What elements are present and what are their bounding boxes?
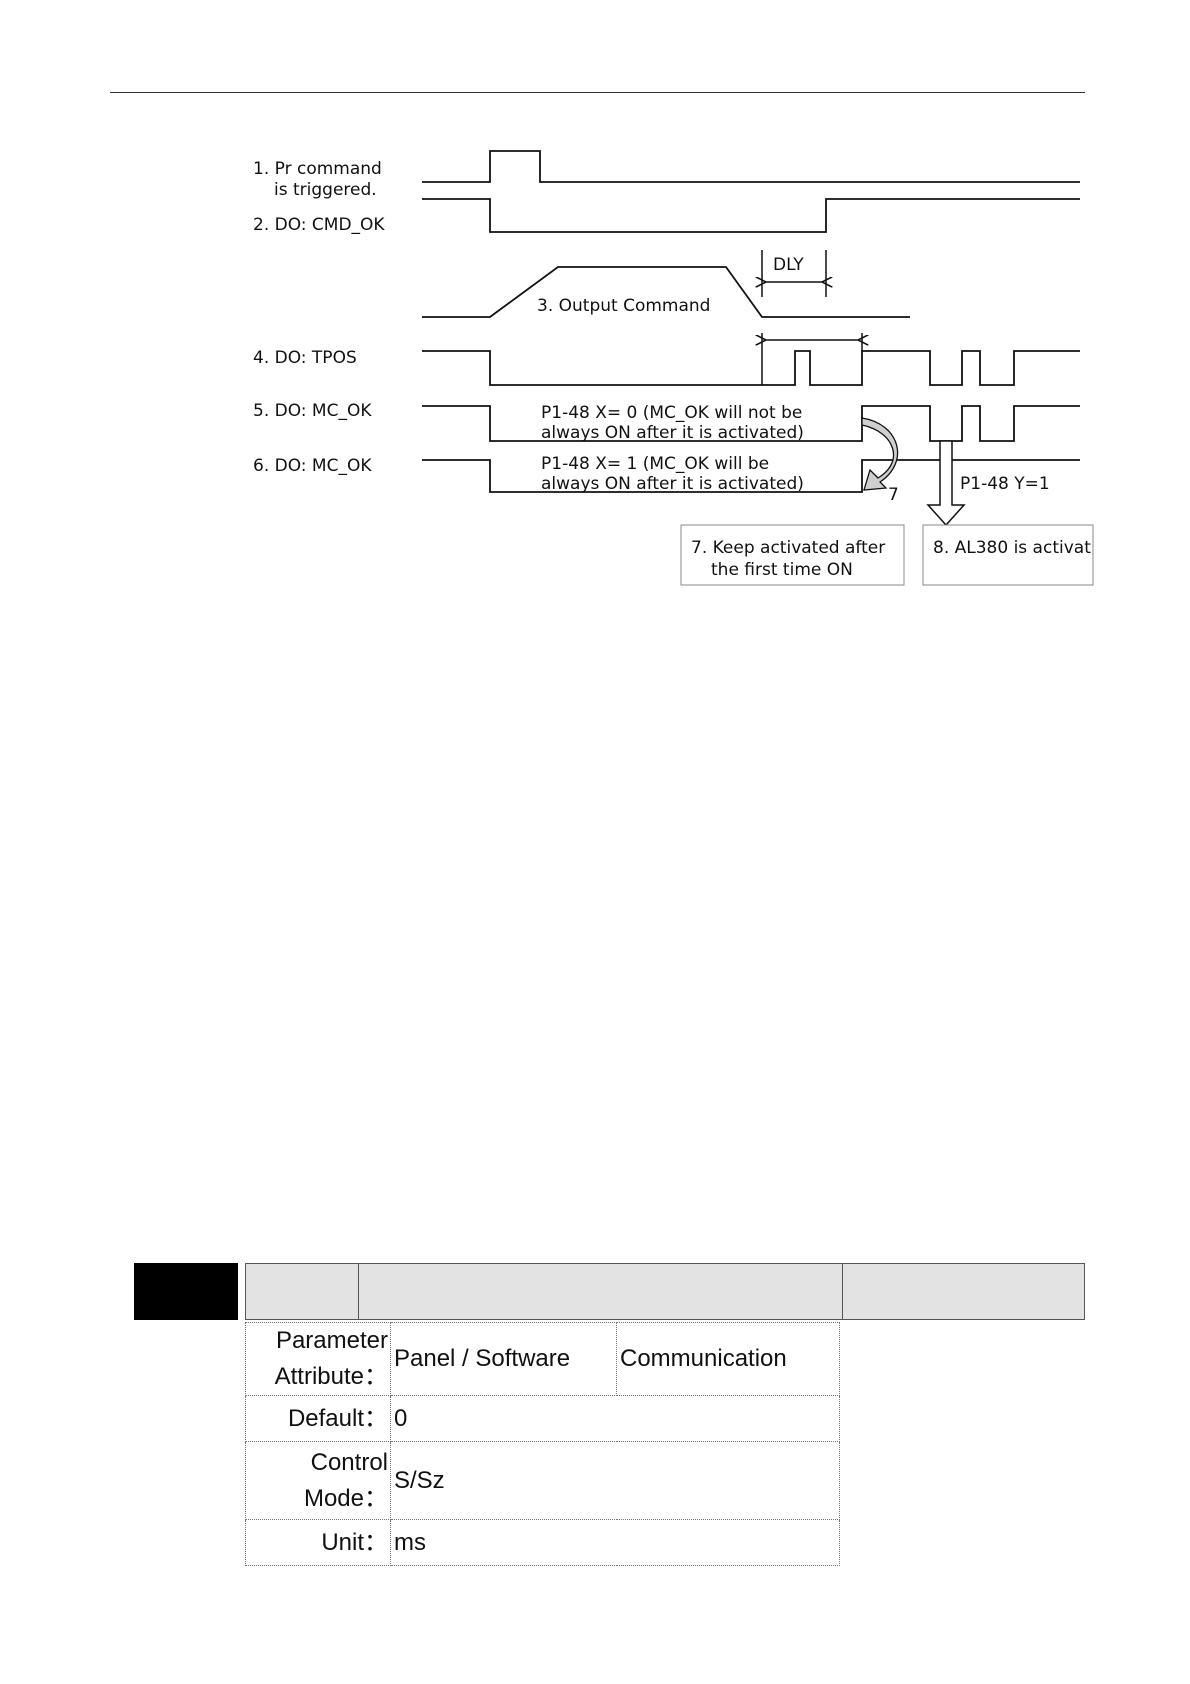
keep-activated-curve-arrow — [861, 417, 899, 491]
attribute-value-comm: Communication — [616, 1322, 840, 1396]
attribute-value-panel: Panel / Software — [390, 1322, 617, 1396]
pr-command-wave — [422, 150, 1080, 183]
parameter-header-cell-1 — [246, 1264, 359, 1319]
parameter-attribute-table: Parameter Attribute： Panel / Software Co… — [245, 1322, 840, 1566]
note-box-8-line1: 8. AL380 is activat — [933, 538, 1091, 558]
control-mode-label-line2: Mode： — [303, 1484, 388, 1512]
x0-note-line1: P1-48 X= 0 (MC_OK will not be — [541, 403, 802, 423]
dly-label: DLY — [773, 255, 804, 275]
control-mode-value: S/Sz — [390, 1441, 840, 1520]
down-arrow-icon — [926, 440, 966, 527]
x1-note-line1: P1-48 X= 1 (MC_OK will be — [541, 454, 769, 474]
control-mode-row: Control Mode： S/Sz — [245, 1441, 840, 1520]
unit-row: Unit： ms — [245, 1519, 840, 1566]
attribute-label-line1: Parameter — [275, 1327, 388, 1354]
attribute-label: Parameter Attribute： — [245, 1322, 391, 1396]
control-mode-label: Control Mode： — [245, 1441, 391, 1520]
unit-value: ms — [390, 1519, 840, 1566]
tpos-label: 4. DO: TPOS — [253, 348, 357, 368]
unit-label: Unit： — [245, 1519, 391, 1566]
x1-note-line2: always ON after it is activated) — [541, 474, 804, 494]
pr-command-label-1: 1. Pr command — [253, 159, 382, 179]
output-command-label: 3. Output Command — [537, 296, 710, 316]
header-rule — [110, 92, 1085, 93]
cmd-ok-label: 2. DO: CMD_OK — [253, 215, 385, 235]
timing-diagram: 1. Pr command is triggered. 2. DO: CMD_O… — [253, 150, 1094, 586]
default-value: 0 — [390, 1395, 840, 1442]
pr-command-label-2: is triggered. — [274, 180, 377, 200]
output-command-wave — [422, 266, 910, 318]
tpos-wave — [422, 350, 1080, 386]
parameter-header-cell-3 — [843, 1264, 1084, 1319]
y1-label: P1-48 Y=1 — [960, 474, 1050, 494]
note-box-7-line2: the first time ON — [711, 560, 853, 580]
note-box-8 — [922, 524, 1094, 586]
attribute-row: Parameter Attribute： Panel / Software Co… — [245, 1322, 840, 1396]
note-box-7 — [680, 524, 905, 586]
cmd-ok-wave — [422, 198, 1080, 233]
default-label: Default： — [245, 1395, 391, 1442]
parameter-header-bar — [245, 1263, 1085, 1320]
note-box-7-line1: 7. Keep activated after — [691, 538, 885, 558]
parameter-id-block — [134, 1263, 238, 1320]
parameter-header-cell-2 — [359, 1264, 843, 1319]
mc-ok-label-5: 5. DO: MC_OK — [253, 401, 372, 421]
control-mode-label-line1: Control — [310, 1448, 388, 1476]
mc-ok-wave-6 — [422, 459, 1080, 493]
x0-note-line2: always ON after it is activated) — [541, 423, 804, 443]
mc-ok-label-6: 6. DO: MC_OK — [253, 456, 372, 476]
default-row: Default： 0 — [245, 1395, 840, 1442]
seven-label: 7 — [888, 485, 899, 505]
attribute-label-line2: Attribute： — [274, 1363, 388, 1390]
